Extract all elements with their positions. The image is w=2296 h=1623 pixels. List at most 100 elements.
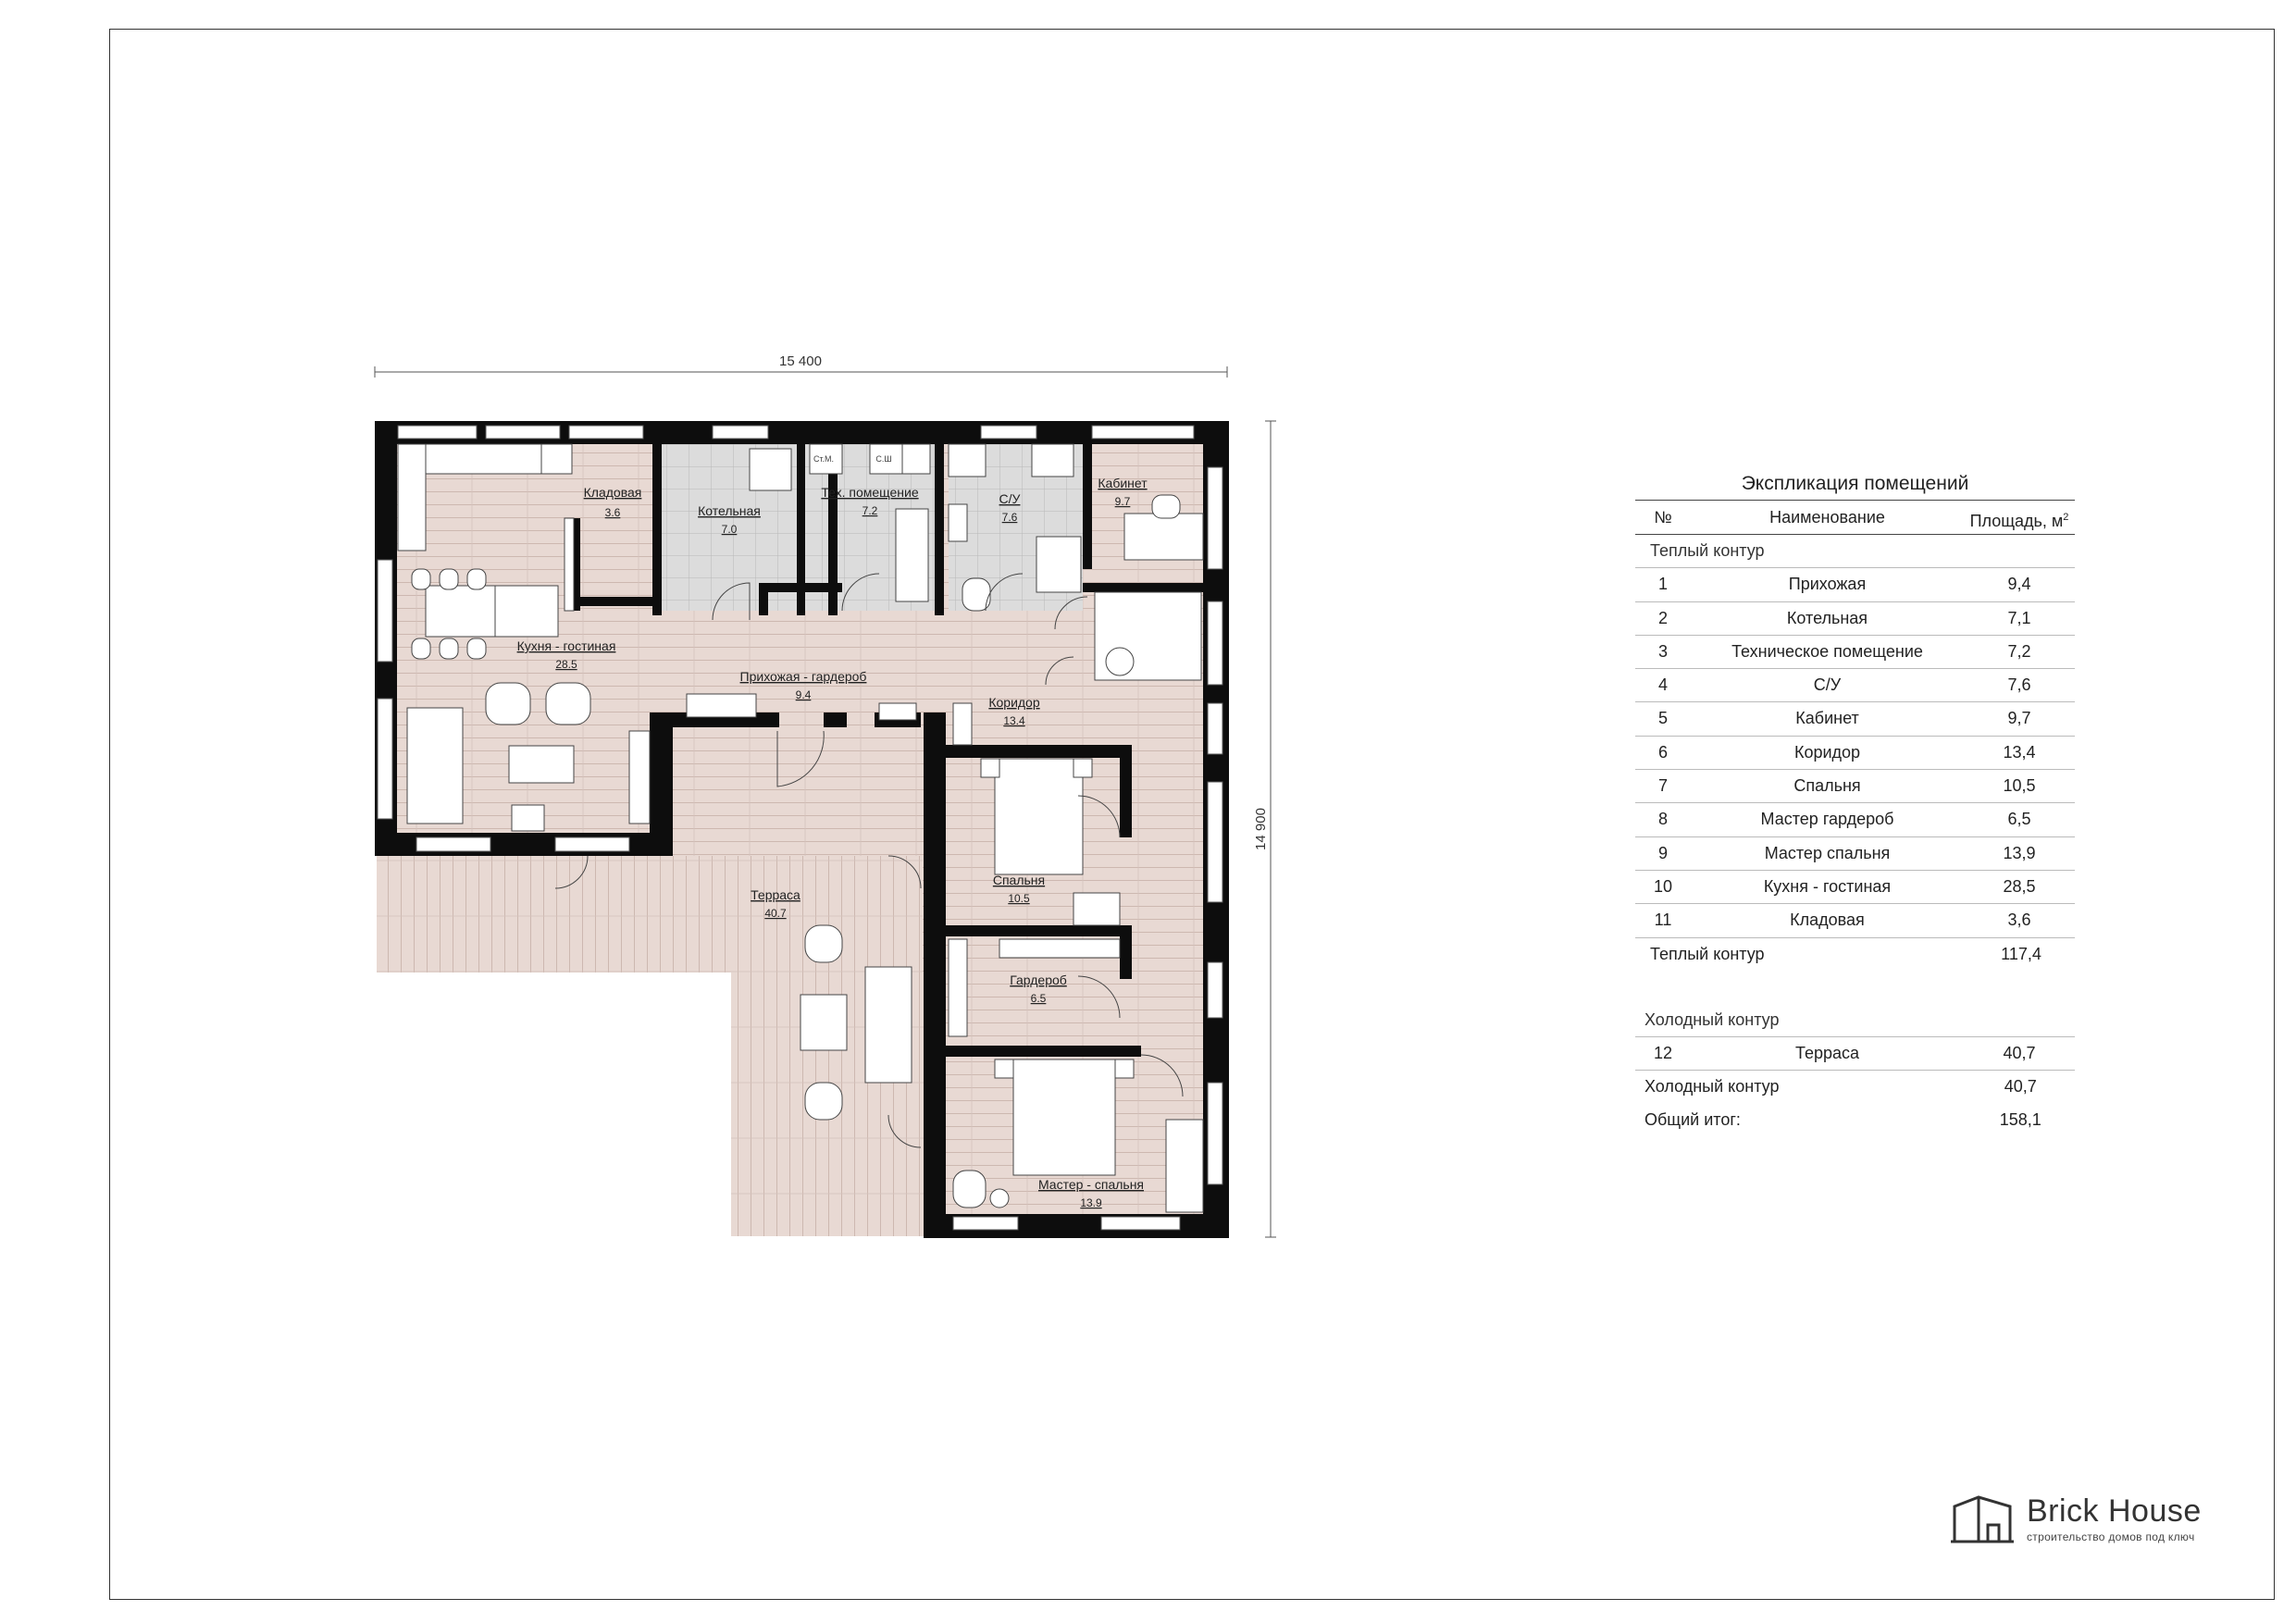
warm-cell-name: Коридор bbox=[1793, 742, 1861, 762]
svg-text:Кухня - гостиная: Кухня - гостиная bbox=[517, 638, 616, 653]
width-dimension: 15 400 bbox=[374, 353, 1228, 378]
doors bbox=[554, 573, 1184, 1148]
svg-text:Кабинет: Кабинет bbox=[1098, 476, 1148, 490]
svg-text:Тех. помещение: Тех. помещение bbox=[821, 485, 919, 500]
cold-total-label: Холодный контур bbox=[1644, 1077, 1780, 1096]
svg-text:С/У: С/У bbox=[999, 491, 1021, 506]
svg-text:6.5: 6.5 bbox=[1031, 992, 1047, 1005]
cold-total-row: Холодный контур 40,7 bbox=[1635, 1071, 2075, 1103]
warm-row: 5 Кабинет 9,7 bbox=[1635, 702, 2075, 737]
cold-cell-name: Терраса bbox=[1794, 1044, 1860, 1063]
svg-text:Кладовая: Кладовая bbox=[584, 485, 642, 500]
warm-cell-num: 10 bbox=[1653, 876, 1673, 896]
warm-cell-name: Котельная bbox=[1786, 608, 1868, 627]
brand-name: Brick House bbox=[2027, 1493, 2202, 1529]
warm-cell-area: 13,4 bbox=[2003, 742, 2036, 762]
house-logo-icon bbox=[1951, 1495, 2014, 1543]
cold-row: 12 Терраса 40,7 bbox=[1635, 1037, 2075, 1072]
svg-text:Гардероб: Гардероб bbox=[1010, 973, 1067, 987]
warm-row: 2 Котельная 7,1 bbox=[1635, 602, 2075, 636]
section-cold: Холодный контур bbox=[1635, 1004, 2075, 1038]
explication-table: Экспликация помещений № Наименование Пло… bbox=[1635, 468, 2075, 1136]
svg-text:13.4: 13.4 bbox=[1003, 714, 1025, 727]
cold-cell-num: 12 bbox=[1653, 1044, 1673, 1063]
warm-cell-area: 7,6 bbox=[2007, 675, 2031, 695]
drawing-frame bbox=[109, 29, 2275, 1600]
svg-text:9.7: 9.7 bbox=[1115, 495, 1131, 508]
width-dimension-label: 15 400 bbox=[779, 353, 822, 369]
svg-text:9.4: 9.4 bbox=[796, 688, 812, 701]
brand-tagline: строительство домов под ключ bbox=[2027, 1530, 2195, 1543]
cold-rows: 12 Терраса 40,7 bbox=[1635, 1037, 2075, 1072]
warm-cell-area: 6,5 bbox=[2007, 810, 2031, 829]
warm-cell-name: Кладовая bbox=[1790, 911, 1865, 930]
room-label-corridor: Коридор 13.4 bbox=[988, 695, 1040, 727]
warm-cell-area: 9,4 bbox=[2007, 575, 2031, 594]
warm-cell-name: Кухня - гостиная bbox=[1763, 876, 1892, 896]
warm-row: 11 Кладовая 3,6 bbox=[1635, 904, 2075, 938]
svg-text:40.7: 40.7 bbox=[764, 907, 787, 920]
svg-text:Котельная: Котельная bbox=[698, 503, 761, 518]
warm-cell-name: Мастер спальня bbox=[1764, 843, 1891, 862]
height-dimension-label: 14 900 bbox=[1253, 808, 1269, 850]
warm-cell-num: 11 bbox=[1654, 911, 1672, 930]
warm-total-value: 117,4 bbox=[2001, 944, 2042, 963]
warm-cell-num: 4 bbox=[1657, 675, 1668, 695]
svg-text:13.9: 13.9 bbox=[1080, 1196, 1102, 1209]
warm-cell-name: Кабинет bbox=[1795, 709, 1859, 728]
svg-text:Мастер - спальня: Мастер - спальня bbox=[1038, 1177, 1144, 1192]
windows bbox=[377, 425, 1223, 1231]
warm-cell-name: С/У bbox=[1813, 675, 1842, 695]
warm-cell-area: 7,1 bbox=[2007, 608, 2031, 627]
svg-text:Терраса: Терраса bbox=[751, 887, 800, 902]
svg-text:7.2: 7.2 bbox=[863, 504, 878, 517]
warm-cell-num: 8 bbox=[1657, 810, 1668, 829]
washer-label: Ст.М. bbox=[813, 454, 834, 464]
warm-cell-num: 7 bbox=[1657, 776, 1668, 796]
room-label-tech: Тех. помещение 7.2 bbox=[821, 485, 919, 517]
warm-cell-num: 1 bbox=[1657, 575, 1668, 594]
room-label-master-bedroom: Мастер - спальня 13.9 bbox=[1038, 1177, 1144, 1209]
warm-cell-num: 6 bbox=[1657, 742, 1668, 762]
dryer-label: С.Ш bbox=[875, 454, 891, 464]
room-label-boiler: Котельная 7.0 bbox=[698, 503, 761, 536]
warm-row: 1 Прихожая 9,4 bbox=[1635, 568, 2075, 602]
warm-cell-area: 9,7 bbox=[2007, 709, 2031, 728]
warm-cell-num: 5 bbox=[1657, 709, 1668, 728]
warm-cell-num: 2 bbox=[1657, 608, 1668, 627]
warm-cell-area: 7,2 bbox=[2007, 641, 2031, 661]
svg-text:Спальня: Спальня bbox=[993, 873, 1045, 887]
warm-row: 4 С/У 7,6 bbox=[1635, 669, 2075, 703]
cold-total-value: 40,7 bbox=[2004, 1077, 2037, 1096]
warm-cell-name: Мастер гардероб bbox=[1760, 810, 1894, 829]
svg-text:10.5: 10.5 bbox=[1008, 892, 1030, 905]
explication-title: Экспликация помещений bbox=[1741, 473, 1969, 494]
room-label-kitchen-living: Кухня - гостиная 28.5 bbox=[517, 638, 616, 671]
warm-total-label: Теплый контур bbox=[1650, 944, 1765, 963]
table-header: № Наименование Площадь, м2 bbox=[1635, 500, 2075, 535]
room-label-wardrobe: Гардероб 6.5 bbox=[1010, 973, 1067, 1005]
warm-cell-name: Прихожая bbox=[1788, 575, 1867, 594]
room-label-bedroom: Спальня 10.5 bbox=[993, 873, 1045, 905]
svg-text:7.0: 7.0 bbox=[722, 523, 738, 536]
svg-text:3.6: 3.6 bbox=[605, 506, 621, 519]
warm-cell-area: 3,6 bbox=[2007, 911, 2031, 930]
warm-row: 8 Мастер гардероб 6,5 bbox=[1635, 803, 2075, 837]
warm-total-row: Теплый контур 117,4 bbox=[1635, 938, 2075, 971]
svg-text:Прихожая - гардероб: Прихожая - гардероб bbox=[740, 669, 867, 684]
cold-cell-area: 40,7 bbox=[2003, 1044, 2036, 1063]
header-num: № bbox=[1654, 508, 1672, 527]
svg-text:Коридор: Коридор bbox=[988, 695, 1040, 710]
section-warm: Теплый контур bbox=[1635, 535, 2075, 569]
room-label-office: Кабинет 9.7 bbox=[1098, 476, 1148, 508]
room-labels: Кладовая 3.6 Котельная 7.0 Тех. помещени… bbox=[517, 454, 1148, 1209]
header-name: Наименование bbox=[1769, 508, 1885, 527]
room-label-entrance: Прихожая - гардероб 9.4 bbox=[740, 669, 867, 701]
warm-cell-num: 9 bbox=[1657, 843, 1668, 862]
warm-row: 6 Коридор 13,4 bbox=[1635, 737, 2075, 771]
